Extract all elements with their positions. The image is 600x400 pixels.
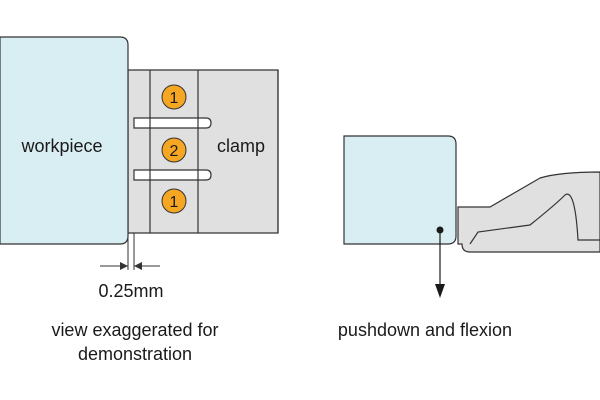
clamp-profile [457,171,600,253]
clamp-slot-bottom [133,169,212,181]
clamp-profile-inner [469,193,600,245]
left-caption-line1: view exaggerated for [51,320,219,340]
left-caption: view exaggerated for demonstration [30,318,240,366]
right-view [343,135,600,298]
clamp-label: clamp [217,136,265,156]
workpiece-label: workpiece [20,136,102,156]
left-caption-line2: demonstration [77,344,193,364]
force-arrow-head [435,284,445,298]
svg-text:1: 1 [170,90,179,107]
left-view: workpiece clamp 0.25mm 1 2 1 [0,36,279,301]
workpiece-block-side [343,135,457,245]
right-caption-text: pushdown and flexion [337,320,513,340]
clamp-marker-top: 1 [161,84,187,110]
right-caption: pushdown and flexion [320,318,530,342]
gap-dimension-label: 0.25mm [98,281,163,301]
svg-text:1: 1 [170,194,179,211]
clamp-marker-middle: 2 [161,137,187,163]
clamp-slot-top [133,117,212,129]
dimension-arrow-left [120,262,128,270]
svg-text:2: 2 [170,143,179,160]
clamp-marker-bottom: 1 [161,188,187,214]
dimension-arrow-right [134,262,142,270]
